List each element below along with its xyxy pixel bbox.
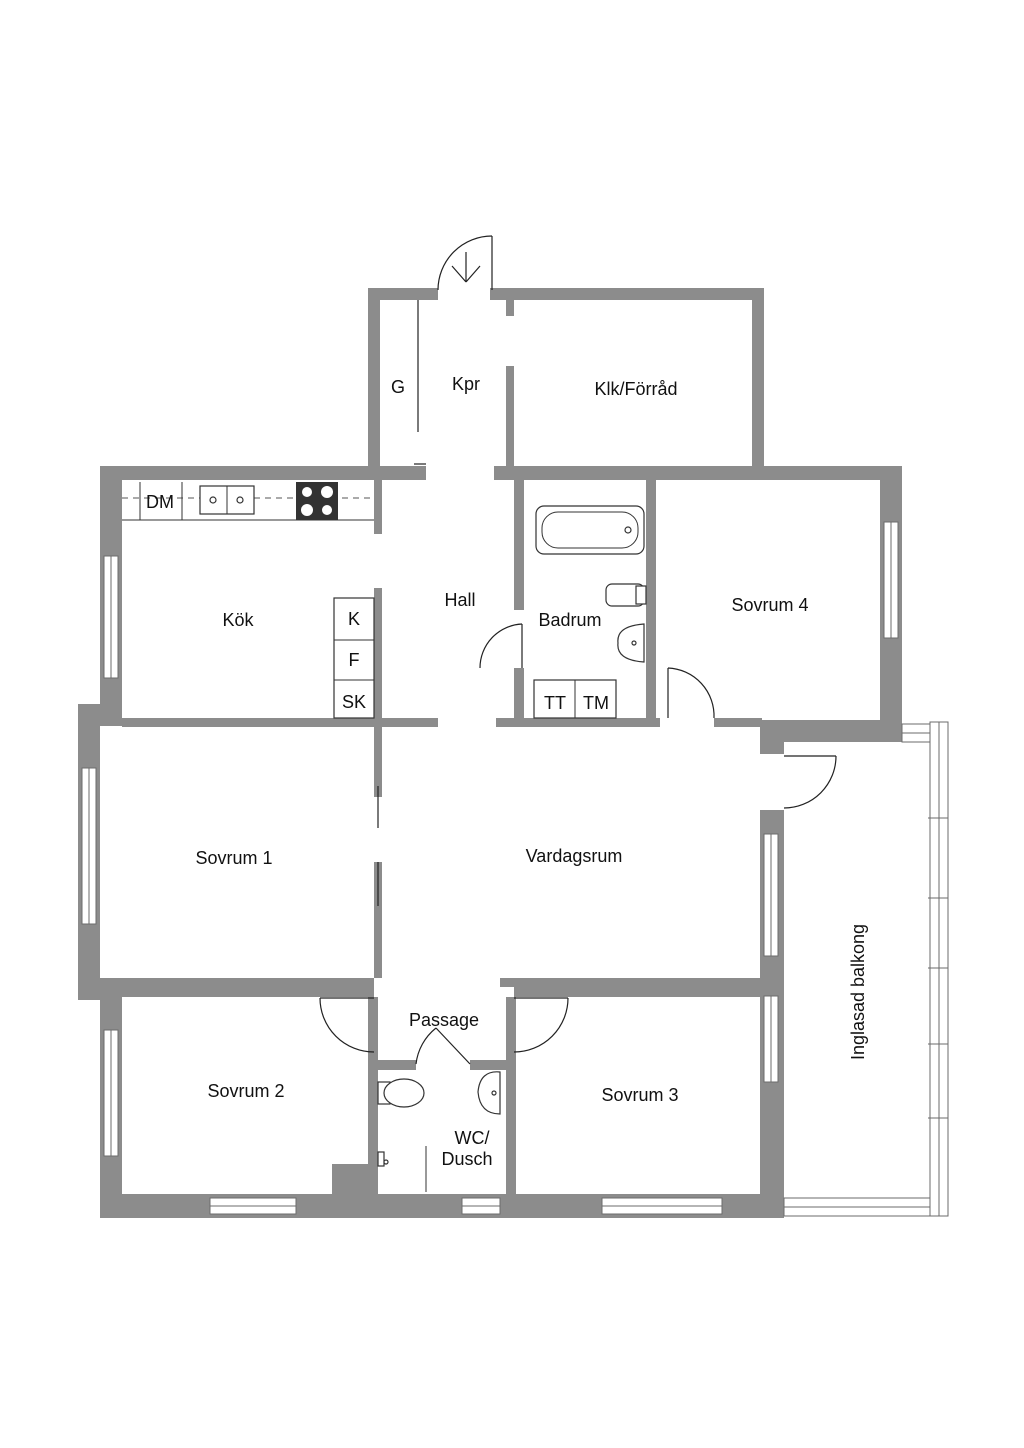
- fixtures: [122, 482, 647, 1192]
- labels: Kpr G Klk/Förråd Kök Hall Badrum Sovrum …: [146, 374, 868, 1169]
- fixture-label-tm: TM: [583, 693, 609, 713]
- fixture-label-dm: DM: [146, 492, 174, 512]
- room-label-sovrum2: Sovrum 2: [207, 1081, 284, 1101]
- room-label-wc: WC/: [455, 1128, 490, 1148]
- room-label-passage: Passage: [409, 1010, 479, 1030]
- fixture-label-f: F: [349, 650, 360, 670]
- room-label-badrum: Badrum: [538, 610, 601, 630]
- room-label-sovrum4: Sovrum 4: [731, 595, 808, 615]
- glazed-balcony: [783, 721, 949, 1217]
- room-label-sovrum3: Sovrum 3: [601, 1085, 678, 1105]
- room-label-hall: Hall: [444, 590, 475, 610]
- room-label-klk: Klk/Förråd: [594, 379, 677, 399]
- fixture-label-sk: SK: [342, 692, 366, 712]
- room-label-sovrum1: Sovrum 1: [195, 848, 272, 868]
- fixture-label-tt: TT: [544, 693, 566, 713]
- windows: [81, 521, 899, 1215]
- room-label-vardagsrum: Vardagsrum: [526, 846, 623, 866]
- room-label-kpr: Kpr: [452, 374, 480, 394]
- room-label-dusch: Dusch: [441, 1149, 492, 1169]
- room-label-kok: Kök: [222, 610, 254, 630]
- fixture-label-k: K: [348, 609, 360, 629]
- room-label-balkong: Inglasad balkong: [848, 924, 868, 1060]
- doors: [319, 235, 837, 1065]
- room-label-g: G: [391, 377, 405, 397]
